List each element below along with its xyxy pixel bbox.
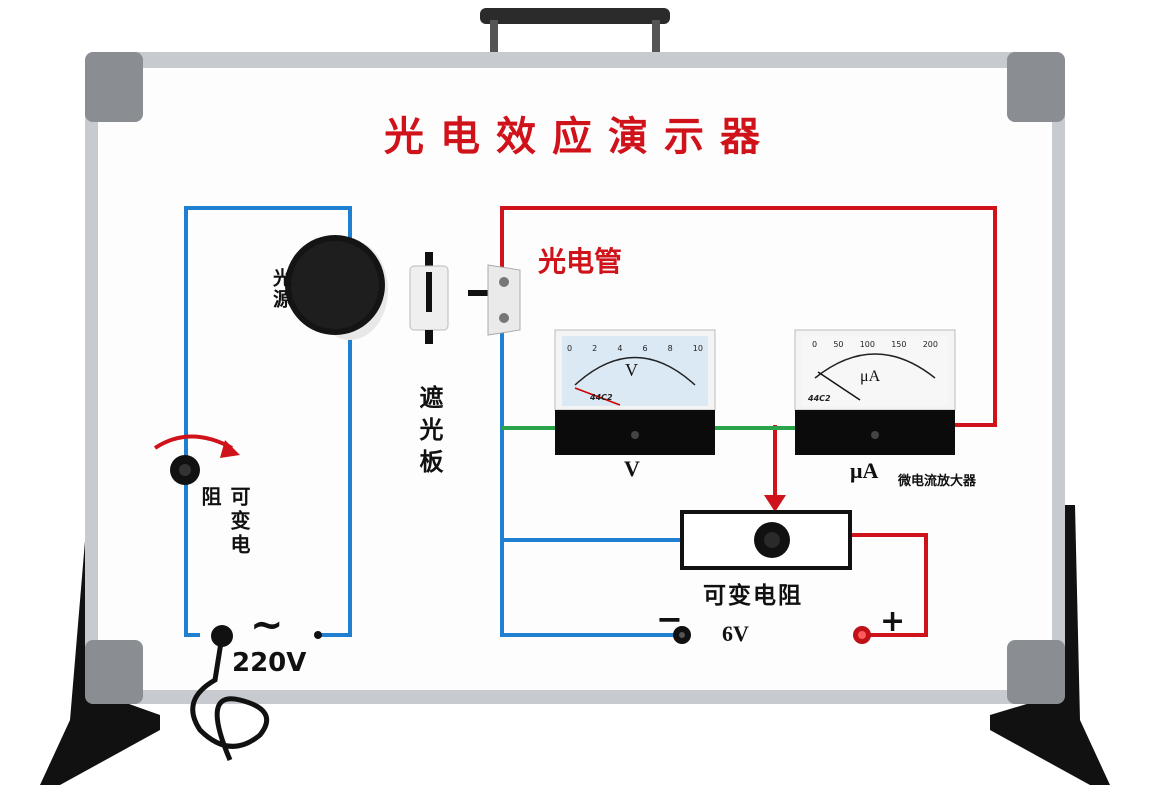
left-resistor-knob[interactable] bbox=[170, 455, 200, 485]
dc-voltage-label: 6V bbox=[722, 621, 749, 646]
blue-ac-circuit bbox=[184, 206, 352, 637]
red-arrow-icon bbox=[764, 495, 786, 512]
microammeter-ticks: 0 50 100 150 200 bbox=[812, 340, 938, 349]
ac-terminal bbox=[314, 631, 322, 639]
positive-terminal[interactable] bbox=[853, 626, 871, 644]
voltmeter-face-symbol: V bbox=[625, 360, 638, 380]
board-title: 光电效应演示器 bbox=[384, 114, 776, 160]
voltmeter-ticks: 0 2 4 6 8 10 bbox=[567, 344, 703, 353]
ac-voltage-label: 220V bbox=[232, 648, 307, 678]
microammeter bbox=[794, 329, 956, 455]
left-resistor-label: 可变电阻 bbox=[198, 486, 251, 558]
negative-terminal[interactable] bbox=[673, 626, 691, 644]
shutter-plate[interactable] bbox=[409, 252, 449, 344]
v-tick: 2 bbox=[592, 344, 598, 353]
minus-sign: − bbox=[656, 600, 683, 638]
microammeter-unit: μA bbox=[850, 458, 879, 483]
resistor-knob[interactable] bbox=[754, 522, 790, 558]
carry-handle bbox=[480, 8, 670, 60]
voltmeter bbox=[554, 329, 716, 455]
light-source-label: 光源 bbox=[270, 268, 292, 310]
microammeter-face-symbol: μA bbox=[860, 368, 881, 385]
red-wire-loop bbox=[500, 206, 997, 637]
v-tick: 6 bbox=[642, 344, 648, 353]
voltmeter-unit: V bbox=[624, 456, 640, 481]
ua-tick: 100 bbox=[859, 340, 875, 349]
resistor-label: 可变电阻 bbox=[703, 583, 803, 609]
ua-tick: 0 bbox=[812, 340, 818, 349]
microammeter-model: 44C2 bbox=[808, 394, 831, 403]
light-source bbox=[285, 235, 388, 340]
ac-symbol: ~ bbox=[250, 602, 284, 648]
voltmeter-model: 44C2 bbox=[590, 393, 613, 402]
blue-wire-loop bbox=[500, 305, 682, 637]
power-plug-socket bbox=[211, 625, 233, 647]
ua-tick: 50 bbox=[833, 340, 844, 349]
phototube-label: 光电管 bbox=[538, 245, 623, 278]
power-cord bbox=[190, 635, 270, 761]
rotate-arrow-icon bbox=[153, 434, 233, 450]
rotate-arrowhead-icon bbox=[220, 440, 240, 458]
v-tick: 0 bbox=[567, 344, 573, 353]
plus-sign: + bbox=[880, 604, 906, 639]
shutter-label: 遮光板 bbox=[415, 385, 443, 481]
v-tick: 4 bbox=[617, 344, 623, 353]
amplifier-label: 微电流放大器 bbox=[898, 474, 977, 489]
ua-tick: 200 bbox=[922, 340, 938, 349]
v-tick: 10 bbox=[692, 344, 703, 353]
v-tick: 8 bbox=[667, 344, 673, 353]
ua-tick: 150 bbox=[891, 340, 907, 349]
phototube-mount bbox=[468, 264, 521, 336]
